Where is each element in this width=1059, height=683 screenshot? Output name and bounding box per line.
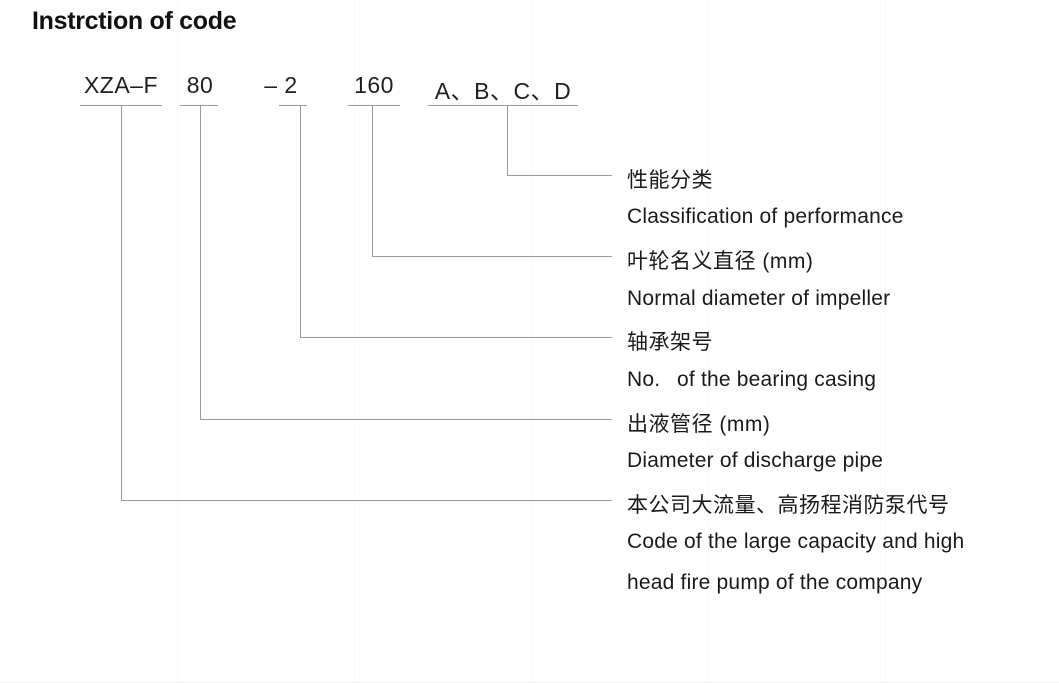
leader-vertical-2 [300,105,301,337]
code-underline-1 [348,105,400,106]
label-chinese-2: 轴承架号 [627,331,713,354]
label-english-4: Code of the large capacity and high [627,530,965,553]
label-chinese-1: 叶轮名义直径 (mm) [627,250,814,273]
label-english-3: Diameter of discharge pipe [627,449,884,472]
code-segment-1: 80 [186,72,214,98]
leader-horizontal-3 [200,419,612,420]
label-english-0: Classification of performance [627,205,904,228]
label-chinese-3: 出液管径 (mm) [627,413,771,436]
code-segment-0: XZA–F [83,72,159,98]
code-underline-3 [180,105,218,106]
leader-vertical-3 [200,105,201,419]
page-title: Instrction of code [32,7,237,35]
label-english-4-line2: head fire pump of the company [627,571,923,594]
scan-seam [354,0,355,683]
code-segment-4: A、B、C、D [434,78,572,104]
leader-vertical-0 [507,105,508,175]
label-chinese-0: 性能分类 [627,169,713,192]
code-underline-2 [279,105,307,106]
label-chinese-4: 本公司大流量、高扬程消防泵代号 [627,494,950,517]
scan-seam [177,0,178,683]
leader-horizontal-4 [121,500,612,501]
leader-vertical-1 [372,105,373,256]
code-underline-0 [428,105,578,106]
scan-seam [708,0,709,683]
leader-vertical-4 [121,105,122,500]
label-english-2: No. of the bearing casing [627,368,877,391]
scan-seam [531,0,532,683]
code-segment-3: 160 [354,72,394,98]
leader-horizontal-2 [300,337,612,338]
leader-horizontal-1 [372,256,612,257]
label-english-1: Normal diameter of impeller [627,287,891,310]
code-segment-2: – 2 [264,72,298,98]
leader-horizontal-0 [507,175,612,176]
scan-seam [885,0,886,683]
